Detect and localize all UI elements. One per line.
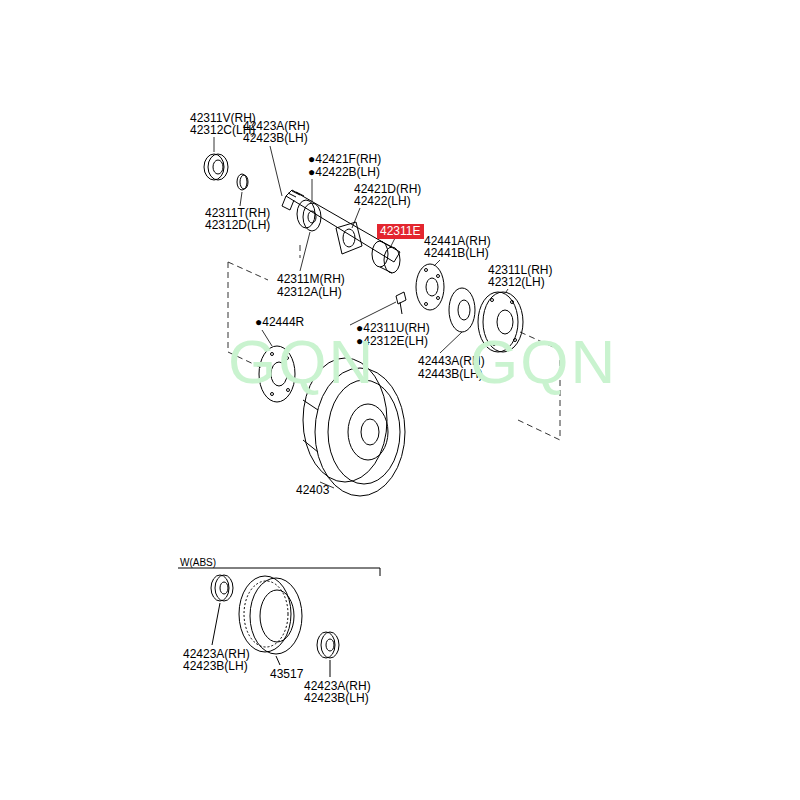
watermark: GQN	[470, 330, 617, 394]
part-number: 42403	[296, 484, 329, 497]
part-number: 42312D(LH)	[205, 219, 270, 232]
part-number: 42422(LH)	[354, 195, 411, 208]
abs-seal	[211, 575, 233, 645]
watermark: GQN	[228, 330, 375, 394]
part-number: 43517	[270, 668, 303, 681]
hub-bolt	[396, 292, 406, 314]
part-number: ●42444R	[255, 316, 304, 329]
abs-bracket	[178, 568, 380, 576]
part-number: 42423B(LH)	[243, 132, 308, 145]
part-number: ●42421F(RH)	[308, 153, 381, 166]
variant-note: W(ABS)	[180, 556, 216, 569]
oil-seal	[204, 154, 228, 180]
part-number: 42311M(RH)	[277, 273, 345, 286]
part-number: 42441B(LH)	[424, 247, 489, 260]
part-number: 42312A(LH)	[277, 286, 342, 299]
highlighted-part-number: 42311E	[380, 225, 421, 238]
gasket	[449, 288, 475, 332]
backing-plate	[416, 264, 444, 310]
bearing	[297, 200, 321, 231]
part-number: ●42422B(LH)	[308, 166, 380, 179]
highlight-box: 42311E	[377, 224, 424, 239]
retainer-plate	[336, 222, 362, 254]
part-number: 42423B(LH)	[183, 660, 248, 673]
part-number: 42312(LH)	[488, 276, 545, 289]
snap-ring	[237, 174, 248, 190]
hub-bearing	[372, 241, 400, 273]
leader-line	[214, 137, 508, 488]
part-number: 42423B(LH)	[304, 692, 369, 705]
abs-seal	[317, 632, 339, 677]
